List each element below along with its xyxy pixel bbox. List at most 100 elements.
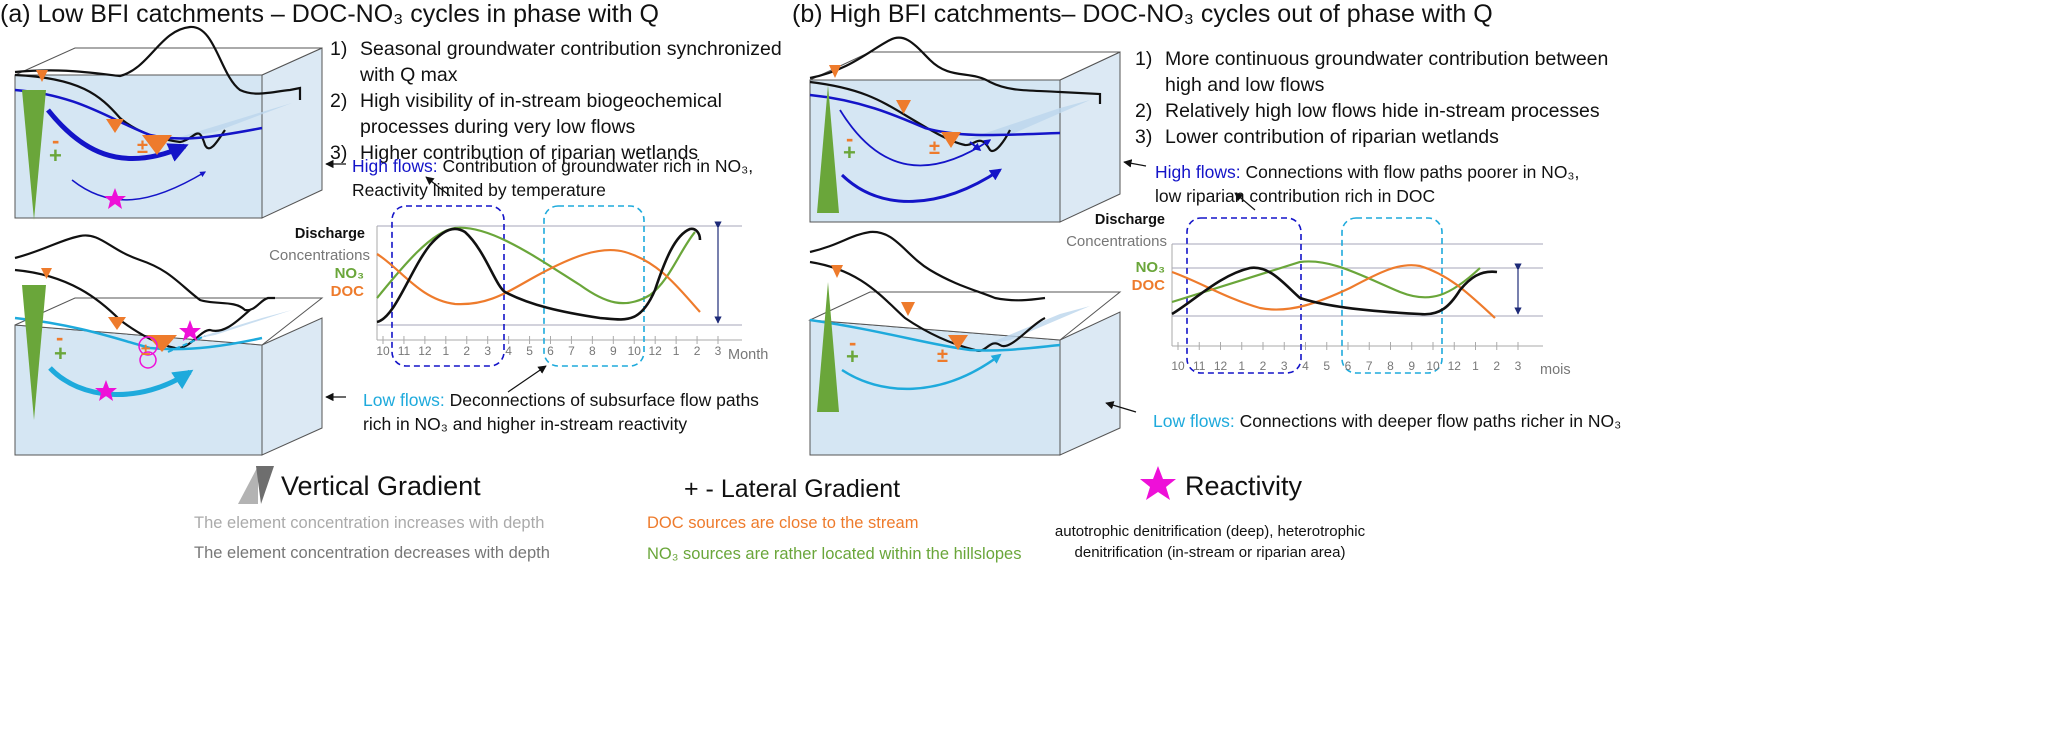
doc-curve <box>1171 264 1496 319</box>
catchment-b-low-flow: - + ± <box>808 230 1122 456</box>
water-table-marker-icon <box>896 100 911 114</box>
chart-b-axis-label: mois <box>1540 362 1571 378</box>
low-flow-window <box>543 205 645 367</box>
chart-b-no3-label: NO₃ <box>1136 259 1166 276</box>
high-flow-window <box>391 205 505 367</box>
month-tick-label: 10 <box>1171 359 1185 373</box>
panel-a-title: (a) Low BFI catchments – DOC-NO₃ cycles … <box>0 0 659 28</box>
vertical-gradient-triangle-icon <box>22 90 46 220</box>
panel-b-title: (b) High BFI catchments– DOC-NO₃ cycles … <box>792 0 1493 28</box>
month-tick-label: 2 <box>1260 359 1267 373</box>
chart-b-concentrations-label: Concentrations <box>1066 233 1167 250</box>
month-tick-label: 3 <box>1281 359 1288 373</box>
water-table-marker-icon <box>142 135 172 155</box>
discharge-curve <box>1171 266 1498 316</box>
doc-curve <box>376 248 701 313</box>
svg-text:+: + <box>54 341 67 366</box>
month-tick-label: 4 <box>505 344 512 358</box>
reactivity-star-icon <box>1140 466 1176 500</box>
month-tick-label: 1 <box>1472 359 1479 373</box>
month-tick-label: 3 <box>1515 359 1522 373</box>
month-tick-label: 11 <box>1193 359 1206 373</box>
discharge-curve <box>376 227 702 324</box>
month-tick-label: 3 <box>484 344 491 358</box>
month-tick-label: 12 <box>1448 359 1462 373</box>
panel-a-points: 1)Seasonal groundwater contribution sync… <box>330 36 800 166</box>
water-table-marker-icon <box>36 70 48 82</box>
svg-text:+: + <box>843 140 856 165</box>
svg-text:±: ± <box>137 136 148 158</box>
legend-vertical-decrease: The element concentration decreases with… <box>194 544 550 562</box>
panel-a-point-2: 2)High visibility of in-stream biogeoche… <box>330 90 722 138</box>
svg-text:+: + <box>49 143 62 168</box>
water-table-marker-icon <box>941 132 961 148</box>
month-tick-label: 5 <box>1323 359 1330 373</box>
low-flows-label: Low flows: <box>363 390 445 410</box>
month-tick-label: 5 <box>526 344 533 358</box>
month-tick-label: 2 <box>1493 359 1500 373</box>
high-flows-text: Connections with flow paths poorer in NO… <box>1155 162 1580 206</box>
high-flows-text: Contribution of groundwater rich in NO₃,… <box>352 156 754 200</box>
low-flows-text: Deconnections of subsurface flow paths r… <box>363 390 759 434</box>
svg-text:-: - <box>56 325 63 350</box>
panel-b-high-flows-note: High flows: Connections with flow paths … <box>1155 160 1585 208</box>
vertical-gradient-triangle-icon <box>817 85 839 213</box>
month-tick-label: 7 <box>1366 359 1373 373</box>
chart-a-doc-label: DOC <box>331 283 365 300</box>
gradient-decrease-triangle-icon <box>256 466 274 504</box>
legend-lateral-title: + - Lateral Gradient <box>684 475 901 503</box>
panel-a-point-1: 1)Seasonal groundwater contribution sync… <box>330 38 782 86</box>
gradient-increase-triangle-icon <box>238 466 258 504</box>
water-table-marker-icon <box>106 119 124 133</box>
vertical-gradient-triangle-icon <box>22 285 46 420</box>
legend-vertical-increase: The element concentration increases with… <box>194 514 545 532</box>
water-table-marker-icon <box>829 65 841 78</box>
month-tick-label: 4 <box>1302 359 1309 373</box>
svg-text:-: - <box>52 128 59 153</box>
water-table-marker-icon <box>948 335 968 350</box>
panel-b-point-1: 1)More continuous groundwater contributi… <box>1135 48 1609 96</box>
catchment-a-high-flow: - + ± <box>14 25 323 220</box>
panel-b-low-flows-note: Low flows: Connections with deeper flow … <box>1153 409 1621 433</box>
legend-reactivity-title: Reactivity <box>1185 471 1303 501</box>
panel-a-high-flows-note: High flows: Contribution of groundwater … <box>352 154 772 202</box>
water-table-marker-icon <box>831 265 843 278</box>
month-tick-label: 10 <box>376 344 390 358</box>
high-flows-label: High flows: <box>1155 162 1241 182</box>
chart-a-concentrations-label: Concentrations <box>269 247 370 264</box>
catchment-a-low-flow: ± - + <box>14 234 324 456</box>
panel-a-low-flows-note: Low flows: Deconnections of subsurface f… <box>363 388 783 436</box>
month-tick-label: 1 <box>442 344 449 358</box>
month-tick-label: 3 <box>715 344 722 358</box>
svg-text:-: - <box>846 126 853 151</box>
svg-text:±: ± <box>937 345 948 367</box>
legend-vertical-title: Vertical Gradient <box>281 471 481 501</box>
water-table-marker-icon <box>108 317 126 330</box>
month-tick-label: 7 <box>568 344 575 358</box>
low-flows-text: Connections with deeper flow paths riche… <box>1239 411 1622 431</box>
legend-lateral-no3: NO₃ sources are rather located within th… <box>647 545 1022 563</box>
reactivity-star-icon <box>179 320 201 341</box>
no3-curve <box>1171 260 1481 304</box>
month-tick-label: 6 <box>547 344 554 358</box>
month-tick-label: 9 <box>610 344 617 358</box>
month-tick-label: 10 <box>1426 359 1440 373</box>
month-tick-label: 2 <box>463 344 470 358</box>
catchment-b-high-flow: - + ± <box>809 36 1121 223</box>
month-tick-label: 9 <box>1408 359 1415 373</box>
panel-a-point-3: 3)Higher contribution of riparian wetlan… <box>330 142 699 164</box>
month-tick-label: 12 <box>1214 359 1228 373</box>
chart-b-discharge-label: Discharge <box>1095 212 1165 228</box>
month-tick-label: 8 <box>589 344 596 358</box>
month-tick-label: 10 <box>628 344 642 358</box>
svg-text:-: - <box>849 330 856 355</box>
reactivity-star-icon <box>95 380 117 401</box>
svg-text:+: + <box>846 344 859 369</box>
chart-a-discharge-label: Discharge <box>295 226 365 242</box>
low-flows-label: Low flows: <box>1153 411 1235 431</box>
